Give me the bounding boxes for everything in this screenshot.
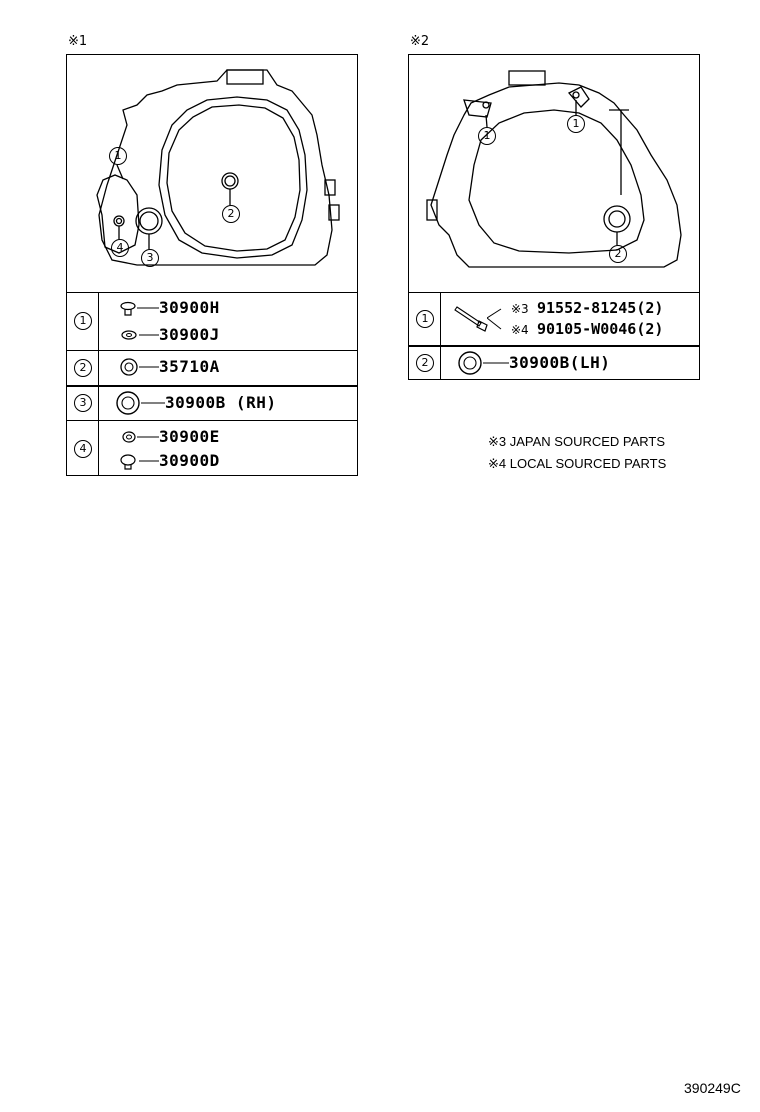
washer-icon (121, 330, 137, 340)
part-number: 30900D (159, 451, 220, 470)
callout-1: 1 (567, 115, 585, 133)
bolt-icon (454, 306, 488, 332)
leader-line (483, 362, 509, 364)
table-row: 1 30900H 30900J (67, 293, 357, 350)
callout-2: 2 (222, 205, 240, 223)
oil-seal-icon (120, 358, 138, 376)
part-number: 30900E (159, 427, 220, 446)
index-circle: 1 (416, 310, 434, 328)
index-cell: 4 (67, 421, 99, 475)
index-circle: 2 (74, 359, 92, 377)
part-number: 30900B(LH) (509, 353, 611, 372)
source-prefix: ※3 (511, 302, 529, 316)
oil-seal-icon (116, 391, 140, 415)
part-number: 91552-81245(2) (537, 299, 664, 317)
transmission-case-rh-drawing (96, 69, 340, 266)
index-cell: 2 (409, 347, 441, 379)
index-circle: 4 (74, 440, 92, 458)
table-row: 2 30900B(LH) (409, 345, 699, 379)
table-row: 4 30900E 30900D (67, 420, 357, 475)
panel1-ref-mark: ※1 (68, 34, 88, 49)
part-number: 30900H (159, 298, 220, 317)
callout-4: 4 (111, 239, 129, 257)
leader-lines (487, 308, 502, 330)
panel1-parts-table: 1 30900H 30900J 2 35710A (66, 292, 358, 476)
panel2-ref-mark: ※2 (410, 34, 430, 49)
panel2-parts-table: 1 ※3 91552-81245(2) ※4 90105-W0046(2) 2 … (408, 292, 700, 380)
panel1-illustration: 1 2 3 4 (66, 54, 358, 294)
callout-1: 1 (478, 127, 496, 145)
callout-3: 3 (141, 249, 159, 267)
table-row: 3 30900B (RH) (67, 385, 357, 420)
leader-line (139, 366, 159, 368)
plug-icon (120, 301, 136, 316)
leader-line (141, 402, 165, 404)
table-row: 1 ※3 91552-81245(2) ※4 90105-W0046(2) (409, 293, 699, 345)
part-number: 30900B (RH) (165, 393, 277, 412)
leader-lines (137, 436, 159, 462)
drain-plug-icon (120, 454, 136, 470)
figure-code: 390249C (684, 1080, 741, 1096)
gasket-icon (122, 431, 136, 443)
table-row: 2 35710A (67, 350, 357, 385)
index-circle: 3 (74, 394, 92, 412)
source-prefix: ※4 (511, 323, 529, 337)
leader-lines (137, 307, 159, 336)
index-circle: 2 (416, 354, 434, 372)
index-cell: 2 (67, 351, 99, 385)
part-number: 30900J (159, 325, 220, 344)
part-number: 90105-W0046(2) (537, 320, 664, 338)
transmission-case-lh-drawing (426, 70, 682, 268)
index-circle: 1 (74, 312, 92, 330)
note-japan-sourced: ※3 JAPAN SOURCED PARTS (488, 434, 666, 449)
note-local-sourced: ※4 LOCAL SOURCED PARTS (488, 456, 667, 471)
part-number: 35710A (159, 357, 220, 376)
index-cell: 3 (67, 387, 99, 420)
panel2-illustration: 1 1 2 (408, 54, 700, 294)
callout-1: 1 (109, 147, 127, 165)
oil-seal-icon (458, 351, 482, 375)
index-cell: 1 (67, 293, 99, 350)
callout-2: 2 (609, 245, 627, 263)
index-cell: 1 (409, 293, 441, 345)
